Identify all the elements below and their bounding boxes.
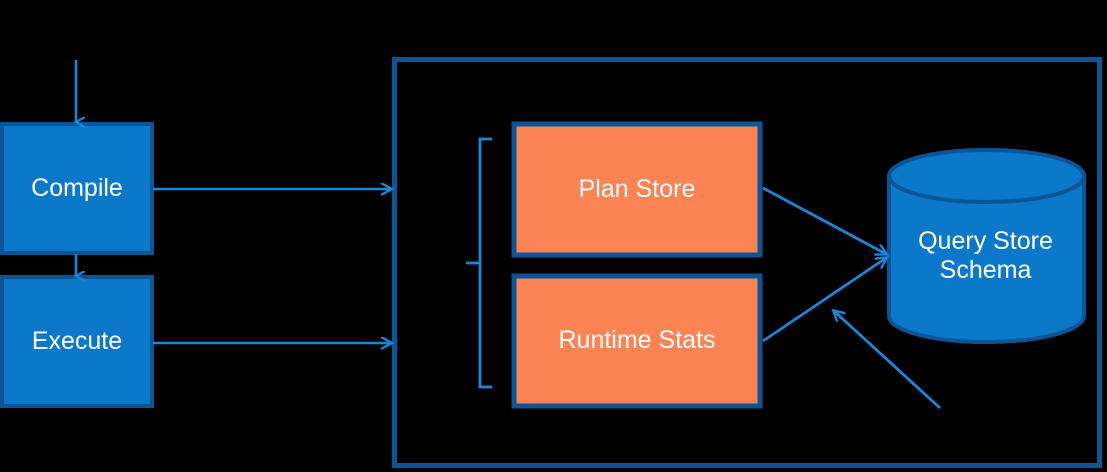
arrow-external-to-schema [834, 311, 941, 410]
arrow-runtime-stats-to-schema [762, 258, 886, 343]
execute-box[interactable] [0, 275, 154, 408]
runtime-stats-box[interactable] [511, 273, 763, 409]
plan-store-box[interactable] [511, 121, 763, 258]
query-store-boundary [392, 57, 1102, 468]
query-store-schema-cylinder[interactable] [887, 148, 1086, 344]
group-bracket [466, 137, 492, 389]
arrow-plan-store-to-schema [762, 186, 886, 254]
compile-box[interactable] [0, 122, 154, 255]
